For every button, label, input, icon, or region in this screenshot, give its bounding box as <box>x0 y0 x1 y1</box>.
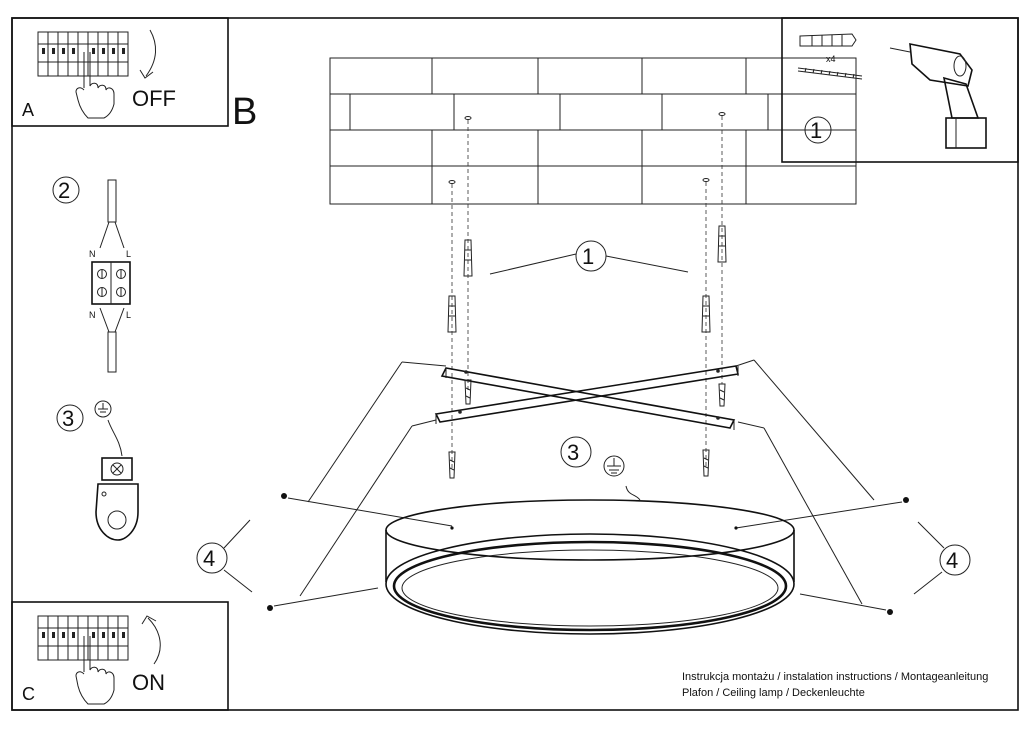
wall-plug-set-icon <box>799 33 857 47</box>
wiring-live-top: L <box>126 249 131 259</box>
screw-direction-lines <box>273 497 903 611</box>
callout-screws-right: 4 <box>913 521 971 595</box>
screws-right-callout-number: 4 <box>946 548 958 573</box>
panel-c-letter: C <box>22 684 35 704</box>
sheet-border <box>11 17 1019 711</box>
callout-anchors: 1 <box>489 240 689 275</box>
panel-a-action: OFF <box>132 86 176 111</box>
wiring-detail: 2 N L N L <box>52 176 131 373</box>
breaker-panel-icon <box>37 31 129 77</box>
wiring-neutral-top: N <box>89 249 96 259</box>
ground-symbol-icon <box>94 400 112 418</box>
caption-line-1: Instrukcja montażu / instalation instruc… <box>682 671 988 683</box>
ceiling-surface <box>329 57 857 205</box>
wiring-neutral-bottom: N <box>89 310 96 320</box>
hand-icon <box>75 52 115 119</box>
callout-screws-left: 4 <box>196 519 253 593</box>
breaker-panel-icon <box>37 615 129 661</box>
anchors-callout-number: 1 <box>582 244 594 269</box>
screw-set-icon <box>797 67 863 80</box>
wall-plug-icon <box>447 225 727 333</box>
arrow-down-icon <box>139 29 156 79</box>
assembly-guide-lines <box>299 359 875 605</box>
panel-c-action: ON <box>132 670 165 695</box>
callout-earth: 3 <box>560 436 641 501</box>
kit-step-number: 1 <box>810 118 822 143</box>
mounting-bracket <box>434 365 739 430</box>
panel-b-letter: B <box>232 91 257 133</box>
screws-left-callout-number: 4 <box>203 546 215 571</box>
caption-line-2: Plafon / Ceiling lamp / Deckenleuchte <box>682 687 865 699</box>
earth-callout-number: 3 <box>567 440 579 465</box>
ceiling-drill-holes <box>448 112 726 184</box>
fixing-screw-icon <box>267 493 909 615</box>
panel-c-switch-on: C ON <box>11 601 229 711</box>
power-drill-icon <box>889 43 987 149</box>
terminal-block-icon <box>91 261 131 305</box>
arrow-up-icon <box>141 615 161 665</box>
bracket-screw-icon <box>448 379 726 479</box>
ground-symbol-icon <box>603 455 625 477</box>
panel-a-letter: A <box>22 100 34 120</box>
wiring-step-number: 2 <box>58 178 70 203</box>
ceiling-lamp-body <box>385 499 795 635</box>
hand-icon <box>75 636 115 705</box>
kit-quantity: x4 <box>826 54 836 64</box>
panel-a-switch-off: A OFF <box>11 17 229 127</box>
kit-contents-box: x4 1 <box>781 17 1019 163</box>
earth-step-number: 3 <box>62 406 74 431</box>
wiring-live-bottom: L <box>126 310 131 320</box>
earth-terminal-detail: 3 <box>56 400 139 541</box>
anchor-axis-lines <box>451 116 723 470</box>
earth-lug-icon <box>95 457 139 541</box>
